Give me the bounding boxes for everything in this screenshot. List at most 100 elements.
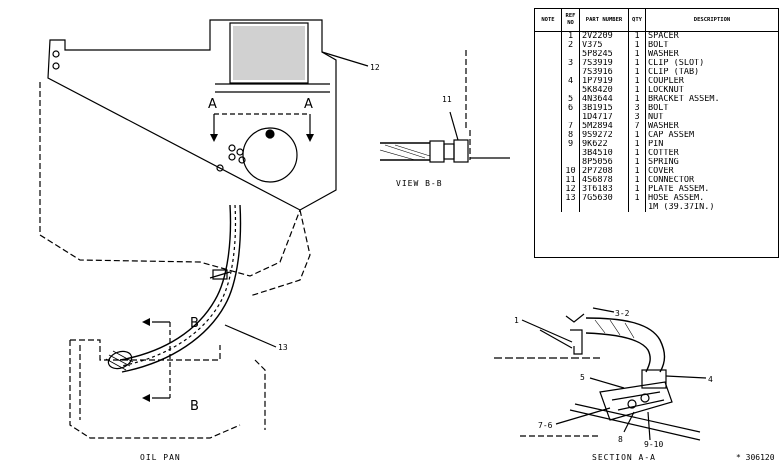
callout-5: 5 — [580, 373, 585, 382]
row-note — [535, 131, 562, 140]
row-description: PIN — [648, 140, 664, 149]
header-description: DESCRIPTION — [645, 9, 778, 32]
housing-window — [229, 22, 309, 84]
hose-assembly: 13 — [105, 204, 288, 373]
view-bb: 11 VIEW B-B — [379, 50, 510, 188]
row-part-number: 9S9272 — [579, 131, 629, 140]
row-qty — [628, 203, 646, 212]
row-ref-no — [561, 203, 580, 212]
header-part-number: PART NUMBER — [579, 9, 629, 32]
callout-9-10: 9-10 — [644, 440, 663, 449]
row-part-number: 7S3916 — [579, 68, 629, 77]
row-description: NUT — [648, 113, 664, 122]
section-letter-a-left: A — [208, 97, 217, 112]
row-ref-no — [561, 86, 580, 95]
row-note — [535, 185, 562, 194]
row-ref-no: 11 — [561, 176, 580, 185]
row-part-number: 2P7208 — [579, 167, 629, 176]
row-note — [535, 104, 562, 113]
row-description: HOSE ASSEM. — [648, 194, 705, 203]
section-letter-b-top: B — [190, 316, 199, 331]
row-part-number: 5K8420 — [579, 86, 629, 95]
row-note — [535, 203, 562, 212]
row-part-number: 7G5630 — [579, 194, 629, 203]
row-ref-no: 13 — [561, 194, 580, 203]
hose-13 — [119, 204, 232, 361]
row-note — [535, 95, 562, 104]
row-part-number: 5P8245 — [579, 50, 629, 59]
row-part-number: 2V2209 — [579, 31, 629, 41]
row-qty: 1 — [628, 68, 646, 77]
row-ref-no — [561, 68, 580, 77]
header-qty: QTY — [628, 9, 646, 32]
row-ref-no: 3 — [561, 59, 580, 68]
row-ref-no: 7 — [561, 122, 580, 131]
row-note — [535, 41, 562, 50]
row-note — [535, 113, 562, 122]
callout-8: 8 — [618, 435, 623, 444]
row-part-number: 3T6183 — [579, 185, 629, 194]
callout-13: 13 — [278, 343, 288, 352]
row-qty: 7 — [628, 122, 646, 131]
row-part-number: 1P7919 — [579, 77, 629, 86]
table-row: 1M (39.37IN.) — [535, 203, 778, 212]
row-part-number: 5M2894 — [579, 122, 629, 131]
row-part-number: 7S3919 — [579, 59, 629, 68]
section-aa: 1 3-2 4 5 7-6 8 9-10 SECTION A-A — [494, 307, 713, 462]
row-description: CLIP (SLOT) — [648, 59, 705, 68]
row-qty: 1 — [628, 86, 646, 95]
row-ref-no: 1 — [561, 31, 580, 41]
row-ref-no: 8 — [561, 131, 580, 140]
connector-11 — [429, 140, 445, 163]
row-description: SPACER — [648, 31, 679, 41]
row-description: LOCKNUT — [648, 86, 684, 95]
row-qty: 1 — [628, 176, 646, 185]
row-qty: 1 — [628, 50, 646, 59]
row-note — [535, 167, 562, 176]
callout-4: 4 — [708, 375, 713, 384]
row-description: COTTER — [648, 149, 679, 158]
row-qty: 3 — [628, 104, 646, 113]
row-note — [535, 68, 562, 77]
row-ref-no — [561, 50, 580, 59]
callout-12: 12 — [370, 63, 380, 72]
row-ref-no: 10 — [561, 167, 580, 176]
row-qty: 1 — [628, 59, 646, 68]
section-letter-b-bottom: B — [190, 399, 199, 414]
callout-7-6: 7-6 — [538, 421, 553, 430]
row-part-number: 8P5056 — [579, 158, 629, 167]
row-description: BOLT — [648, 41, 669, 50]
row-part-number: V375 — [579, 41, 629, 50]
row-note — [535, 194, 562, 203]
row-description: 1M (39.37IN.) — [648, 203, 715, 212]
row-qty: 1 — [628, 77, 646, 86]
section-letter-a-right: A — [304, 97, 313, 112]
row-part-number: 1D4717 — [579, 113, 629, 122]
row-note — [535, 86, 562, 95]
hose-clip — [212, 269, 228, 280]
row-note — [535, 176, 562, 185]
row-note — [535, 149, 562, 158]
row-ref-no: 2 — [561, 41, 580, 50]
row-part-number: 3B4510 — [579, 149, 629, 158]
row-description: CAP ASSEM — [648, 131, 695, 140]
row-ref-no: 6 — [561, 104, 580, 113]
parts-list-table: NOTE REF NO PART NUMBER QTY DESCRIPTION … — [534, 8, 779, 258]
